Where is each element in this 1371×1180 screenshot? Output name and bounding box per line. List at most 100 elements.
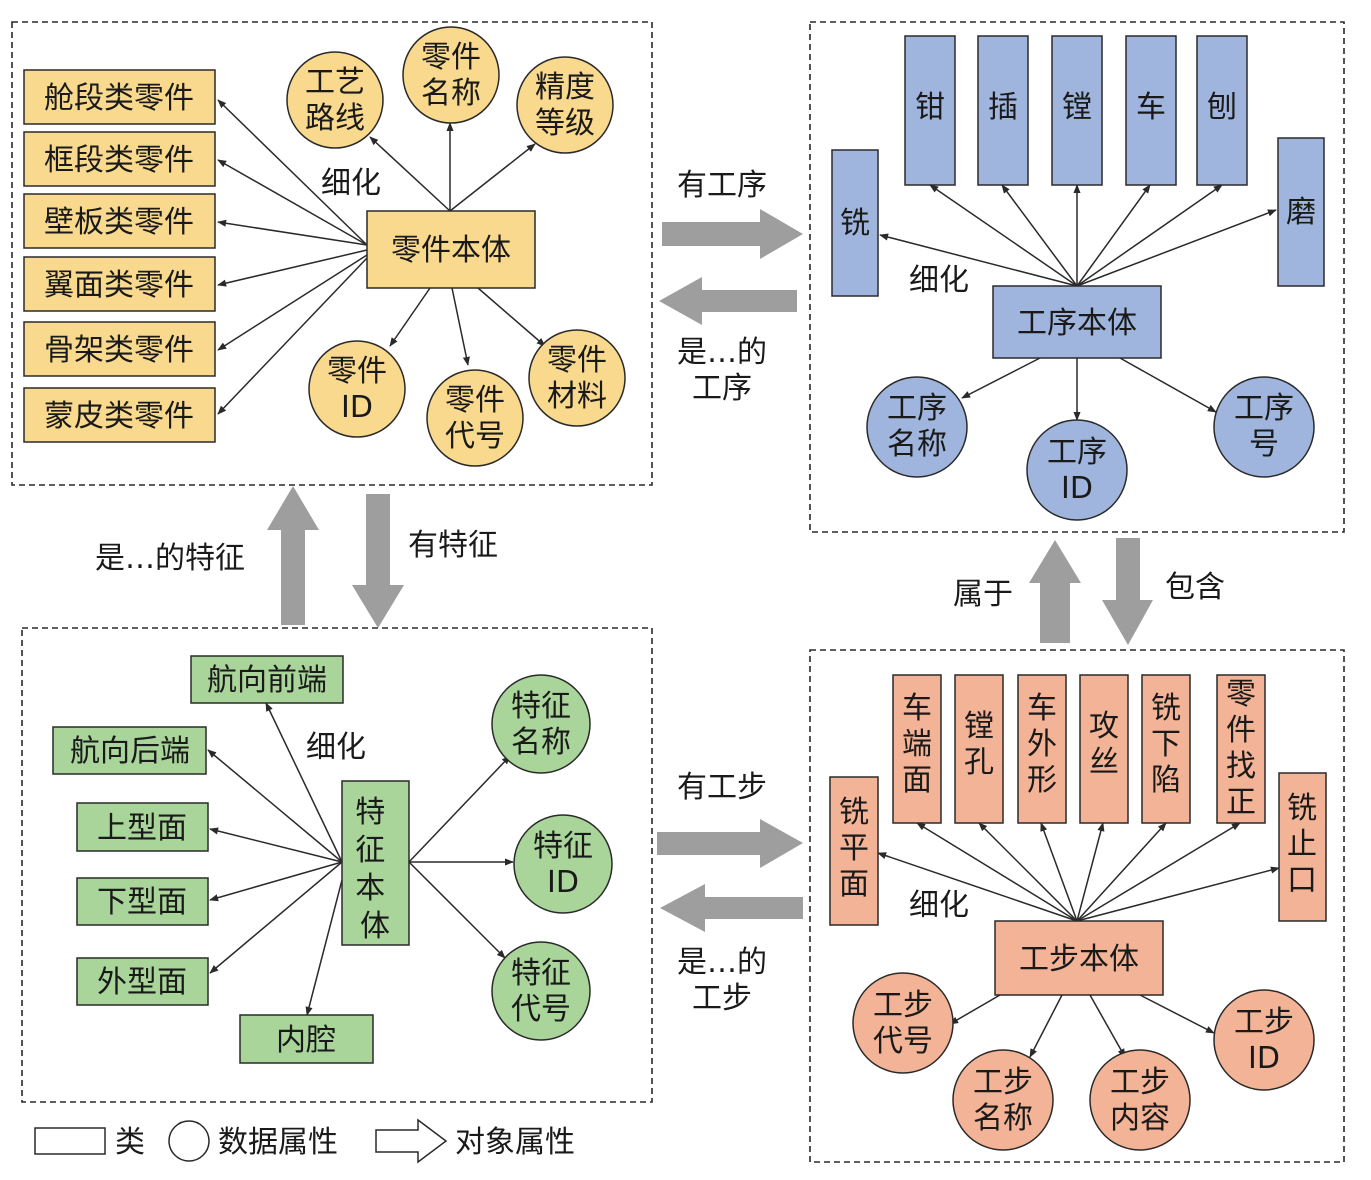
part-attr-label: 零件 <box>547 343 607 378</box>
step-ontology-group: 车端面 镗孔 车外形 攻丝 铣下陷 零件找正 铣平面 铣止口 细化 工步本体 工… <box>809 649 1345 1163</box>
feature-class-box <box>239 1014 374 1064</box>
part-refine-label: 细化 <box>321 166 381 201</box>
step-type-label: 车外形 <box>1027 691 1057 798</box>
step-group-border <box>809 649 1345 1163</box>
step-type-label: 铣下陷 <box>1151 691 1181 798</box>
part-edges <box>217 99 546 415</box>
step-center-label: 工步本体 <box>1019 942 1139 977</box>
feature-class-label: 航向前端 <box>207 663 327 698</box>
step-attr-circle <box>1089 1049 1191 1151</box>
step-type-box <box>1141 674 1191 824</box>
step-attr-label: 工步 <box>1110 1065 1170 1100</box>
feature-class-box <box>76 957 209 1006</box>
has-step-arrow <box>657 819 803 868</box>
process-refine-label: 细化 <box>909 263 969 298</box>
step-attr-label: 工步 <box>873 988 933 1023</box>
feature-attr-label: 名称 <box>511 725 571 760</box>
step-type-label: 车端面 <box>902 691 932 798</box>
step-attr-label: ID <box>1248 1041 1280 1076</box>
part-attr-label: 精度 <box>535 70 595 105</box>
process-attr-circle <box>1213 376 1315 478</box>
legend-object-prop-label: 对象属性 <box>455 1125 575 1160</box>
step-type-box <box>1278 772 1327 922</box>
process-type-box <box>1125 35 1177 186</box>
part-class-label: 蒙皮类零件 <box>44 399 194 434</box>
part-class-label: 壁板类零件 <box>44 205 194 240</box>
part-attr-label: ID <box>341 390 373 425</box>
process-edges <box>879 184 1277 421</box>
step-type-box <box>892 674 942 824</box>
contains-arrow <box>1102 538 1153 645</box>
feature-class-label: 航向后端 <box>70 734 190 769</box>
process-attr-label: ID <box>1061 471 1093 506</box>
process-attr-label: 号 <box>1249 427 1279 462</box>
step-type-box <box>954 674 1004 824</box>
process-type-box <box>1196 35 1248 186</box>
process-center-box <box>992 285 1162 359</box>
relation-arrows <box>267 209 1153 932</box>
step-of-arrow <box>660 884 803 932</box>
process-type-label: 刨 <box>1207 90 1237 125</box>
has-feature-arrow <box>352 494 404 628</box>
part-attr-label: 等级 <box>535 106 595 141</box>
process-ontology-group: 钳 插 镗 车 刨 铣 磨 细化 工序本体 工序 名称 工序 ID 工序 号 <box>809 21 1345 533</box>
process-type-box <box>977 35 1029 186</box>
step-type-box <box>1216 674 1266 824</box>
process-type-label: 钳 <box>915 90 945 125</box>
part-attr-label: 材料 <box>547 379 607 414</box>
feature-ontology-group: 航向前端 航向后端 上型面 下型面 外型面 内腔 细化 特 征 本 体 特征 名… <box>21 627 653 1103</box>
process-attr-label: 工序 <box>1234 391 1294 426</box>
part-class-box <box>23 193 216 249</box>
contains-label: 包含 <box>1165 570 1225 605</box>
feature-attr-circle <box>513 814 613 914</box>
step-refine-label: 细化 <box>909 888 969 923</box>
part-class-box <box>23 131 216 187</box>
part-class-box <box>23 69 216 125</box>
part-center-box <box>366 210 536 289</box>
feature-class-box <box>76 877 209 926</box>
process-type-box <box>831 149 879 297</box>
feature-class-label: 上型面 <box>97 811 187 846</box>
process-center-label: 工序本体 <box>1017 306 1137 341</box>
part-class-label: 骨架类零件 <box>44 333 194 368</box>
feature-of-label: 是…的特征 <box>95 541 245 576</box>
part-attr-label: 零件 <box>421 40 481 75</box>
part-attr-circle <box>516 56 614 154</box>
part-attr-circle <box>308 340 406 438</box>
part-attr-circle <box>426 369 524 467</box>
has-step-label: 有工步 <box>677 770 767 805</box>
part-class-label: 框段类零件 <box>44 143 194 178</box>
feature-attr-label: 特征 <box>511 956 571 991</box>
step-type-label: 攻丝 <box>1089 709 1119 780</box>
step-attr-label: 工步 <box>1234 1005 1294 1040</box>
process-attr-circle <box>866 376 968 478</box>
feature-of-arrow <box>267 486 319 625</box>
part-attr-label: 工艺 <box>305 65 365 100</box>
step-attr-label: 代号 <box>873 1024 933 1059</box>
legend-class-label: 类 <box>115 1125 145 1160</box>
step-type-box <box>829 776 879 926</box>
feature-class-label: 外型面 <box>97 965 187 1000</box>
feature-attr-label: 特征 <box>511 689 571 724</box>
part-attr-circle <box>286 51 384 149</box>
part-class-box <box>23 256 216 312</box>
step-type-label: 铣止口 <box>1287 791 1317 898</box>
part-class-box <box>23 387 216 443</box>
part-attr-circle <box>528 329 626 427</box>
has-feature-label: 有特征 <box>408 528 498 563</box>
step-of-label: 是…的 <box>677 945 767 980</box>
part-class-label: 舱段类零件 <box>44 81 194 116</box>
process-group-border <box>809 21 1345 533</box>
feature-center-box <box>341 780 410 946</box>
step-type-label: 铣平面 <box>839 795 869 902</box>
process-of-arrow <box>659 277 797 325</box>
part-center-label: 零件本体 <box>391 233 511 268</box>
legend-data-prop-label: 数据属性 <box>218 1125 338 1160</box>
step-center-box <box>994 920 1164 996</box>
part-attr-label: 零件 <box>327 354 387 389</box>
feature-edges <box>207 702 514 1016</box>
feature-attr-label: ID <box>547 865 579 900</box>
feature-attr-label: 特征 <box>533 829 593 864</box>
has-process-arrow <box>662 209 803 259</box>
process-type-label: 镗 <box>1062 90 1092 125</box>
